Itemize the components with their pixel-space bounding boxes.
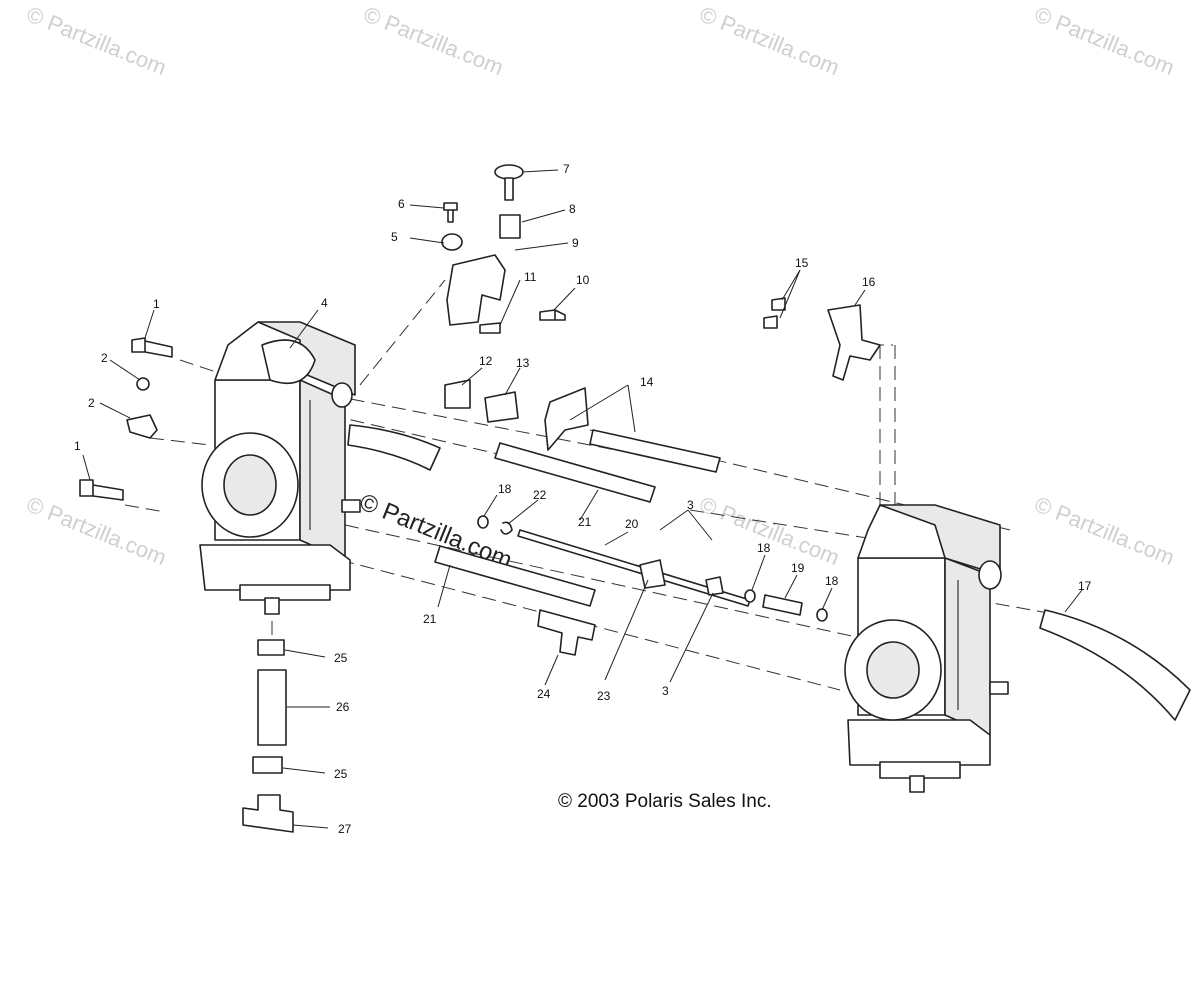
callout-label: 19 <box>791 561 805 575</box>
part-screw <box>771 297 786 311</box>
callout-label: 18 <box>825 574 839 588</box>
watermark-text: © Partzilla.com <box>23 491 170 570</box>
part-clamp <box>639 559 666 589</box>
watermark-text: © Partzilla.com <box>360 1 507 80</box>
callout-label: 1 <box>153 297 160 311</box>
callout-label: 26 <box>336 700 350 714</box>
callout-label: 18 <box>757 541 771 555</box>
part-clip <box>500 521 513 535</box>
callout-label: 12 <box>479 354 493 368</box>
part-pipe <box>494 442 656 503</box>
callout-label: 27 <box>338 822 352 836</box>
part-bushing <box>484 391 519 423</box>
part-tee <box>537 609 596 656</box>
watermark-text: © Partzilla.com <box>1031 491 1178 570</box>
watermark-text: © Partzilla.com <box>1031 1 1178 80</box>
leader-lines <box>82 169 1083 829</box>
callout-label: 7 <box>563 162 570 176</box>
part-clamp <box>126 414 158 439</box>
callout-label: 4 <box>321 296 328 310</box>
callout-label: 2 <box>88 396 95 410</box>
callout-label: 3 <box>662 684 669 698</box>
part-fuel-hose <box>1039 609 1191 721</box>
callout-label: 6 <box>398 197 405 211</box>
part-lever <box>544 387 589 451</box>
part-bracket <box>827 304 881 381</box>
callout-label: 20 <box>625 517 639 531</box>
callout-label: 5 <box>391 230 398 244</box>
callout-label: 11 <box>524 270 537 284</box>
part-clamp <box>705 576 724 596</box>
part-washer <box>744 589 756 603</box>
part-screw <box>504 177 514 201</box>
callout-label: 3 <box>687 498 694 512</box>
callout-label: 9 <box>572 236 579 250</box>
part-throttle-shaft <box>517 529 751 607</box>
part-screw <box>479 322 501 334</box>
part-washer <box>477 515 489 529</box>
part-pipe <box>434 545 596 607</box>
parts <box>79 164 1191 833</box>
part-screw <box>131 337 173 358</box>
copyright-notice: © 2003 Polaris Sales Inc. <box>558 791 772 812</box>
callout-label: 21 <box>423 612 437 626</box>
part-spring <box>499 214 521 239</box>
callout-label: 25 <box>334 651 348 665</box>
callout-label: 18 <box>498 482 512 496</box>
callout-label: 21 <box>578 515 592 529</box>
callout-label: 17 <box>1078 579 1092 593</box>
part-screw <box>539 309 566 321</box>
part-clamp <box>257 639 285 656</box>
part-clamp <box>252 756 283 774</box>
part-screw <box>443 202 458 223</box>
watermark-text: © Partzilla.com <box>23 1 170 80</box>
callout-label: 1 <box>74 439 81 453</box>
part-screw <box>136 377 150 391</box>
callout-label: 16 <box>862 275 876 289</box>
part-bracket <box>446 254 506 326</box>
part-tee <box>242 794 294 833</box>
callout-label: 22 <box>533 488 547 502</box>
callout-label: 24 <box>537 687 551 701</box>
callout-label: 23 <box>597 689 611 703</box>
callout-label: 2 <box>101 351 108 365</box>
callout-label: 15 <box>795 256 809 270</box>
part-hose <box>257 669 287 746</box>
left-carburetor <box>199 321 441 615</box>
callout-label: 10 <box>576 273 590 287</box>
part-cam <box>261 339 316 385</box>
part-cap <box>494 164 524 180</box>
part-spring <box>762 594 803 616</box>
callout-label: 25 <box>334 767 348 781</box>
callout-label: 8 <box>569 202 576 216</box>
part-washer <box>816 608 828 622</box>
part-shaft <box>589 429 721 473</box>
callouts: 1 1 2 2 3 3 4 5 6 7 8 9 10 11 12 13 14 1… <box>74 162 1092 836</box>
callout-label: 13 <box>516 356 530 370</box>
part-screw <box>763 315 778 329</box>
callout-label: 14 <box>640 375 654 389</box>
right-carburetor <box>844 504 1009 793</box>
part-spring <box>441 233 463 251</box>
part-screw <box>79 479 124 501</box>
part-spring <box>444 379 471 409</box>
watermark-text: © Partzilla.com <box>696 1 843 80</box>
